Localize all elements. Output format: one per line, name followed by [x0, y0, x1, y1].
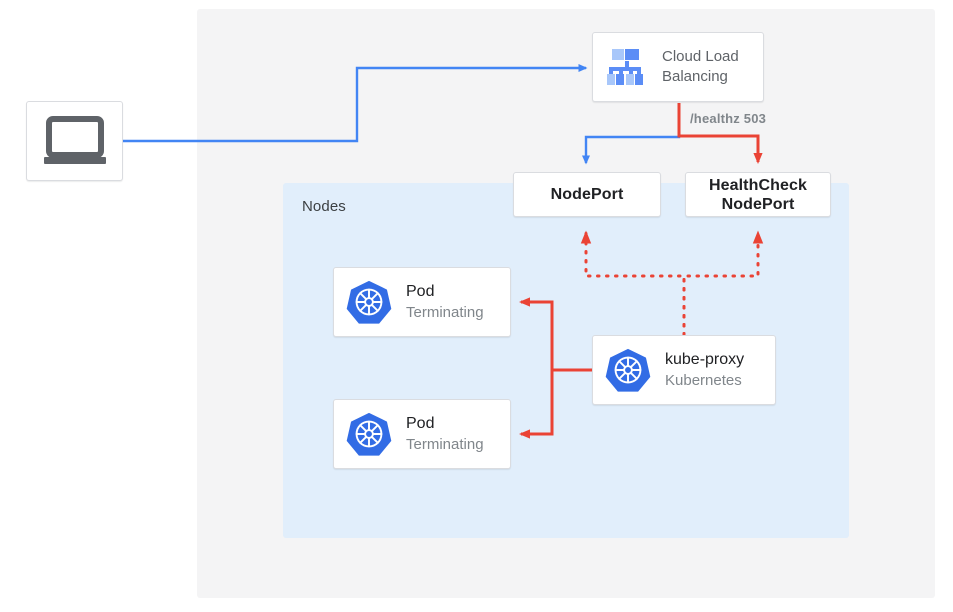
pod-2-status: Terminating	[406, 436, 484, 453]
cloud-load-balancing-node[interactable]: Cloud Load Balancing	[592, 32, 764, 102]
cloud-load-balancing-icon	[604, 46, 650, 88]
healthz-503-edge-label: /healthz 503	[690, 111, 767, 126]
pod-1-title: Pod	[406, 283, 435, 300]
pod-2-title: Pod	[406, 415, 435, 432]
nodeport-label: NodePort	[550, 185, 624, 203]
pod-2-text: Pod Terminating	[406, 413, 484, 455]
kubernetes-icon	[346, 411, 392, 457]
healthcheck-nodeport-line2: NodePort	[721, 195, 795, 213]
healthcheck-nodeport-line1: HealthCheck	[708, 176, 808, 194]
client-laptop-node[interactable]	[26, 101, 123, 181]
kubernetes-icon	[605, 347, 651, 393]
healthcheck-nodeport-node[interactable]: HealthCheck NodePort	[685, 172, 831, 217]
pod-node-1[interactable]: Pod Terminating	[333, 267, 511, 337]
kube-proxy-node[interactable]: kube-proxy Kubernetes	[592, 335, 776, 405]
kube-proxy-subtitle: Kubernetes	[665, 372, 742, 389]
pod-node-2[interactable]: Pod Terminating	[333, 399, 511, 469]
cloud-load-balancing-line1: Cloud Load	[662, 48, 739, 65]
healthcheck-nodeport-label: HealthCheck NodePort	[709, 176, 807, 214]
cloud-load-balancing-line2: Balancing	[662, 68, 728, 85]
kubernetes-icon	[346, 279, 392, 325]
pod-1-status: Terminating	[406, 304, 484, 321]
kube-proxy-text: kube-proxy Kubernetes	[665, 349, 744, 391]
cloud-load-balancing-label: Cloud Load Balancing	[662, 47, 739, 87]
pod-1-text: Pod Terminating	[406, 281, 484, 323]
kube-proxy-title: kube-proxy	[665, 351, 745, 368]
nodes-region-label: Nodes	[302, 198, 346, 215]
nodeport-node[interactable]: NodePort	[513, 172, 661, 217]
laptop-icon	[42, 116, 108, 166]
